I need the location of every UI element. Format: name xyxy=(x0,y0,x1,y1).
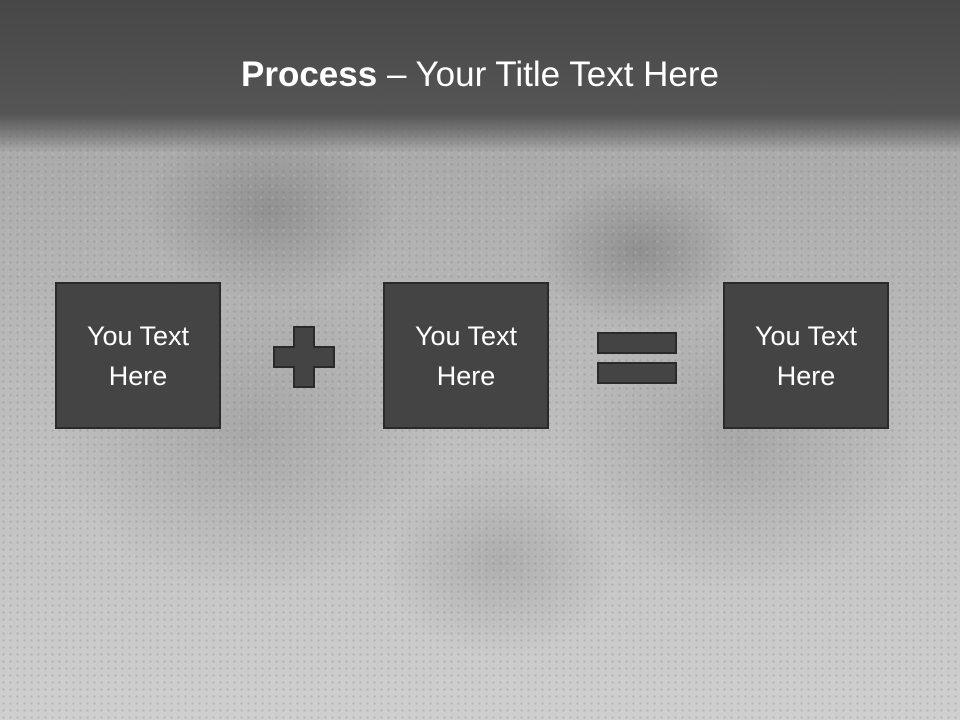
title-bold-text: Process xyxy=(241,55,378,94)
process-box-1-text: You Text Here xyxy=(86,320,190,391)
process-box-1: You Text Here xyxy=(55,282,221,429)
title-rest-text: – Your Title Text Here xyxy=(377,55,719,94)
process-box-2-text: You Text Here xyxy=(414,320,518,391)
process-box-3-text: You Text Here xyxy=(754,320,858,391)
slide-title: Process – Your Title Text Here xyxy=(0,52,960,98)
process-box-3: You Text Here xyxy=(723,282,889,429)
process-box-2: You Text Here xyxy=(383,282,549,429)
plus-icon xyxy=(273,326,335,388)
title-bar xyxy=(0,0,960,152)
equals-icon xyxy=(597,332,677,384)
